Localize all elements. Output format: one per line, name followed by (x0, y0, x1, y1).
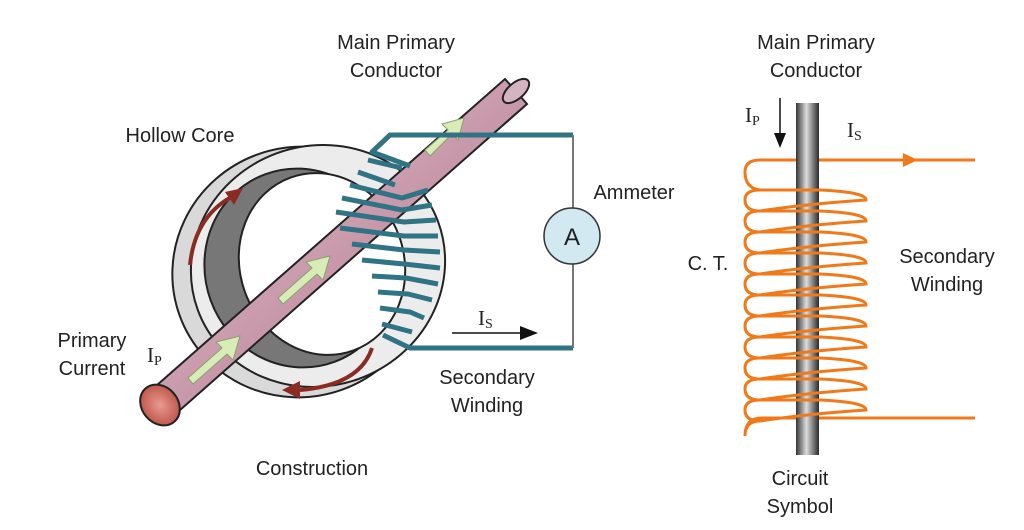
flux-arrowhead-icon (225, 188, 243, 205)
coil-turn-back (743, 272, 761, 297)
label-conductor-2: Conductor (770, 60, 863, 82)
label-current: Current (59, 358, 126, 380)
label-ip-2: IP (745, 103, 760, 129)
coil-turn-back (743, 188, 761, 213)
ammeter-symbol: A (564, 224, 580, 251)
flux-arrow-icon (188, 193, 236, 266)
caption-construction: Construction (256, 458, 368, 480)
flux-arrow-icon (299, 347, 374, 392)
coil-turn-back (743, 209, 761, 234)
primary-current-arrowhead-icon (774, 133, 786, 148)
primary-conductor-bar (796, 103, 819, 455)
coil-turn-back (743, 377, 761, 402)
coil-turn (759, 230, 868, 255)
caption-symbol: Symbol (767, 496, 834, 518)
label-primary: Primary (58, 330, 127, 352)
coil-bottom-lead (743, 416, 975, 437)
label-is-2: IS (847, 118, 862, 144)
coil-turn (759, 188, 868, 213)
label-main-primary-2: Main Primary (757, 32, 875, 54)
label-winding-2: Winding (911, 274, 983, 296)
coil-turn (759, 398, 868, 423)
label-secondary: Secondary (439, 367, 535, 389)
coil-turn-back (743, 356, 761, 381)
main-primary-conductor-rod (139, 77, 531, 427)
label-conductor: Conductor (350, 60, 443, 82)
label-ct: C. T. (688, 253, 729, 275)
flux-arrowhead-icon (282, 381, 300, 399)
coil-turn (759, 293, 868, 318)
coil-turn (759, 314, 868, 339)
label-secondary-2: Secondary (899, 246, 995, 268)
coil-turn-back (743, 293, 761, 318)
label-ip: IP (147, 343, 162, 369)
secondary-winding-coil (335, 132, 573, 351)
coil-turn (759, 335, 868, 360)
label-hollow-core: Hollow Core (126, 125, 235, 147)
ammeter-icon (543, 207, 601, 265)
secondary-current-arrowhead-icon (520, 326, 538, 340)
label-ammeter: Ammeter (593, 182, 674, 204)
label-winding: Winding (451, 395, 523, 417)
ct-secondary-coil (743, 158, 975, 437)
coil-turn (759, 272, 868, 297)
coil-turn (759, 251, 868, 276)
coil-turn (759, 356, 868, 381)
coil-turn-back (743, 335, 761, 360)
label-main-primary: Main Primary (337, 32, 455, 54)
caption-circuit: Circuit (772, 468, 829, 490)
coil-turn-back (743, 230, 761, 255)
coil-turn (759, 377, 868, 402)
secondary-current-arrowhead-icon (903, 153, 918, 167)
label-is: IS (478, 306, 493, 332)
coil-top-lead (743, 158, 975, 192)
coil-turn (759, 209, 868, 234)
coil-turn-back (743, 251, 761, 276)
ct-coil-front (759, 188, 868, 423)
coil-turn-back (743, 314, 761, 339)
